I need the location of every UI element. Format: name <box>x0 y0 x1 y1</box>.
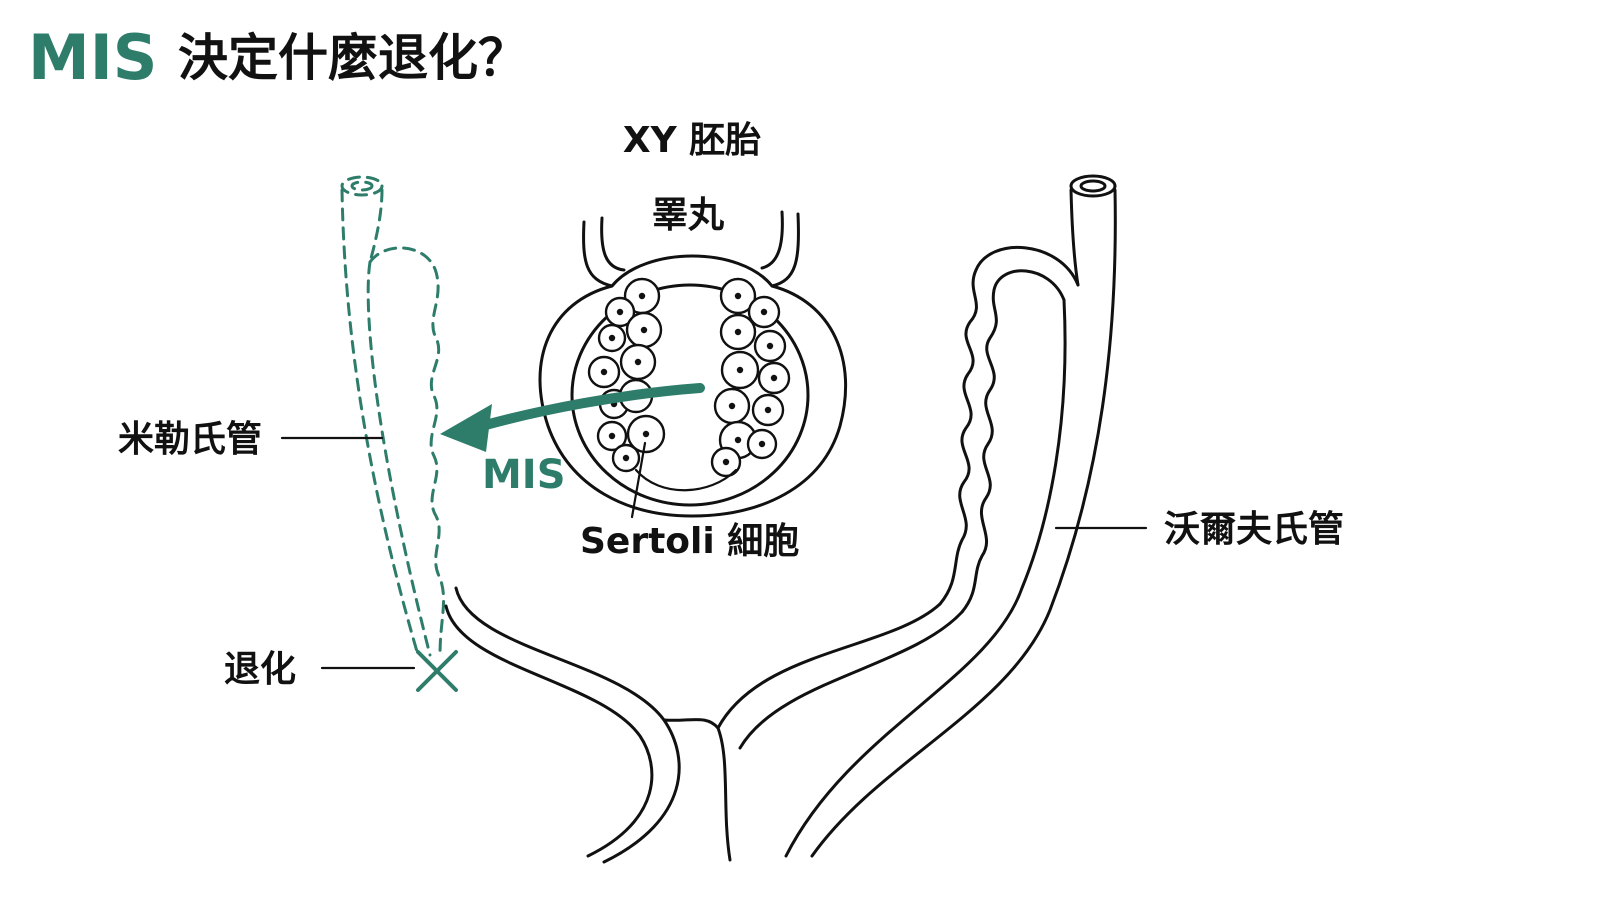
testis-label: 睪丸 <box>652 195 724 236</box>
cell-nucleus <box>764 406 772 414</box>
cell-nucleus <box>734 292 742 300</box>
sertoli-pointer-line <box>630 441 647 519</box>
cell-nucleus <box>722 458 730 466</box>
title-accent: MIS <box>28 21 157 94</box>
wolffian-duct-label: 沃爾夫氏管 <box>1164 509 1344 550</box>
sertoli-cell-cluster <box>587 277 791 478</box>
cell-nucleus <box>608 432 616 440</box>
cell-nucleus <box>734 328 742 336</box>
cell-nucleus <box>640 326 648 334</box>
cell-nucleus <box>766 342 774 350</box>
cell-nucleus <box>728 402 736 410</box>
cell-nucleus <box>770 374 778 382</box>
embryo-label: XY 胚胎 <box>623 120 761 161</box>
mullerian-duct <box>340 175 446 657</box>
cell-nucleus <box>760 308 768 316</box>
cell-connector <box>634 468 738 492</box>
mis-arrow <box>440 383 705 452</box>
cell-nucleus <box>758 440 766 448</box>
testis <box>538 210 848 518</box>
cell-nucleus <box>608 334 616 342</box>
cell-nucleus <box>634 358 642 366</box>
cell-nucleus <box>642 430 650 438</box>
cell-nucleus <box>734 436 742 444</box>
urogenital-sinus <box>444 586 732 864</box>
cell-nucleus <box>638 292 646 300</box>
mullerian-duct-label: 米勒氏管 <box>118 419 262 460</box>
sertoli-cell-label: Sertoli 細胞 <box>580 521 799 562</box>
cell-nucleus <box>622 454 630 462</box>
cell-nucleus <box>736 366 744 374</box>
wolffian-duct <box>716 174 1117 858</box>
mis-arrow-label: MIS <box>482 452 566 498</box>
page-title: 決定什麼退化？ <box>178 29 528 87</box>
regress-label: 退化 <box>224 649 296 690</box>
cell-nucleus <box>600 368 608 376</box>
cell-nucleus <box>616 308 624 316</box>
x-mark-icon <box>416 650 458 692</box>
